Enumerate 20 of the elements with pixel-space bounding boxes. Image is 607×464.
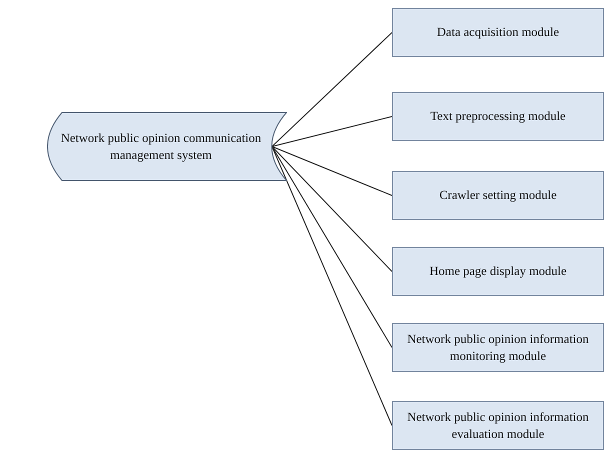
- node-label: Network public opinion information monitoring module: [406, 331, 590, 364]
- module-box: [392, 171, 604, 220]
- module-box: [392, 401, 604, 450]
- connector-line: [272, 146, 392, 426]
- module-box: [392, 8, 604, 57]
- connector-line: [272, 146, 392, 196]
- node-label: Crawler setting module: [439, 187, 557, 204]
- connector-line: [272, 32, 392, 147]
- node-label: Network public opinion information evaluation module: [406, 409, 590, 442]
- node-label: Home page display module: [429, 263, 567, 280]
- connector-line: [272, 116, 392, 147]
- connector-line: [272, 146, 392, 272]
- node-label: Text preprocessing module: [430, 108, 566, 125]
- module-box: [392, 92, 604, 141]
- module-box: [392, 323, 604, 372]
- node-label: Data acquisition module: [436, 24, 560, 41]
- cylinder-node: [47, 112, 287, 181]
- node-label: Network public opinion communication management system: [60, 130, 262, 163]
- connector-line: [272, 146, 392, 348]
- module-box: [392, 247, 604, 296]
